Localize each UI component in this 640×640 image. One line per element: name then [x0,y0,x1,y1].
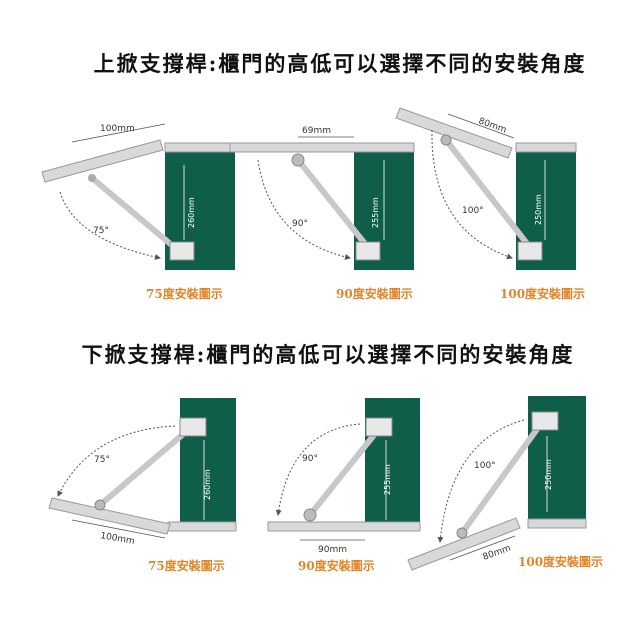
door-panel [229,142,415,153]
lower-diagram-75: 100mm 260mm 75° 75度安裝圖示 [48,398,237,573]
width-dimension: 90mm [318,545,347,555]
swing-arc [437,419,525,543]
cabinet-bottom [167,521,237,532]
caption: 90度安裝圖示 [336,286,413,301]
angle-label: 90° [302,454,318,464]
height-dimension: 260mm [203,469,212,500]
mount-bracket [517,241,543,261]
swing-arc [431,129,513,260]
cabinet-bottom [527,518,587,529]
upper-diagram-90: 69mm 255mm 90° 90度安裝圖示 [229,126,415,301]
door-panel [395,107,513,159]
cabinet-top [515,142,577,153]
strut-pivot [440,134,452,146]
gas-strut [443,138,535,252]
upper-diagram-75: 100mm 260mm 75° 75度安裝圖示 [41,123,238,301]
door-panel [48,497,171,535]
gas-strut [98,427,190,508]
swing-arc [59,191,161,260]
mount-bracket [365,417,393,437]
angle-label: 100° [462,206,484,216]
height-dimension: 255mm [371,197,380,228]
upper-diagram-100: 80mm 250mm 100° 100度安裝圖示 [395,107,585,301]
height-dimension: 260mm [187,197,196,228]
door-panel [41,139,164,183]
height-dimension: 250mm [544,459,553,490]
strut-pivot [456,527,468,539]
angle-label: 75° [94,455,110,465]
width-dimension: 80mm [477,116,508,135]
width-dimension: 100mm [100,124,135,134]
gas-strut [307,428,381,517]
door-panel [407,517,521,571]
strut-pivot [303,508,317,522]
strut-pivot [94,499,106,511]
width-dimension-line [71,519,166,539]
width-dimension-line [71,123,166,143]
angle-label: 100° [474,461,496,471]
caption: 75度安裝圖示 [148,558,225,573]
lower-diagram-100: 80mm 250mm 100° 100度安裝圖示 [407,396,603,571]
width-dimension-line [449,535,516,561]
height-dimension: 255mm [383,464,392,495]
width-dimension: 100mm [99,531,135,547]
caption: 90度安裝圖示 [298,558,375,573]
angle-label: 75° [93,226,109,236]
mount-bracket [179,417,207,437]
mount-bracket [355,241,381,261]
swing-arc [57,425,176,497]
mount-bracket [531,411,559,431]
gas-strut [459,423,543,535]
door-panel [267,521,421,532]
caption: 100度安裝圖示 [500,286,585,301]
lower-heading: 下掀支撐桿:櫃門的高低可以選擇不同的安裝角度 [81,342,575,367]
strut-pivot [291,153,305,167]
lower-diagram-90: 90mm 255mm 90° 90度安裝圖示 [267,398,421,573]
strut-pivot [88,174,96,182]
cabinet-top [164,142,238,153]
swing-arc [257,159,351,260]
width-dimension-line [447,113,515,139]
height-dimension: 250mm [534,194,543,225]
upper-heading: 上掀支撐桿:櫃門的高低可以選擇不同的安裝角度 [93,51,587,76]
width-dimension: 69mm [302,126,331,136]
gas-strut [90,175,182,255]
caption: 75度安裝圖示 [146,286,223,301]
gas-strut [295,158,373,252]
mount-bracket [169,241,195,261]
caption: 100度安裝圖示 [518,554,603,569]
angle-label: 90° [292,219,308,229]
